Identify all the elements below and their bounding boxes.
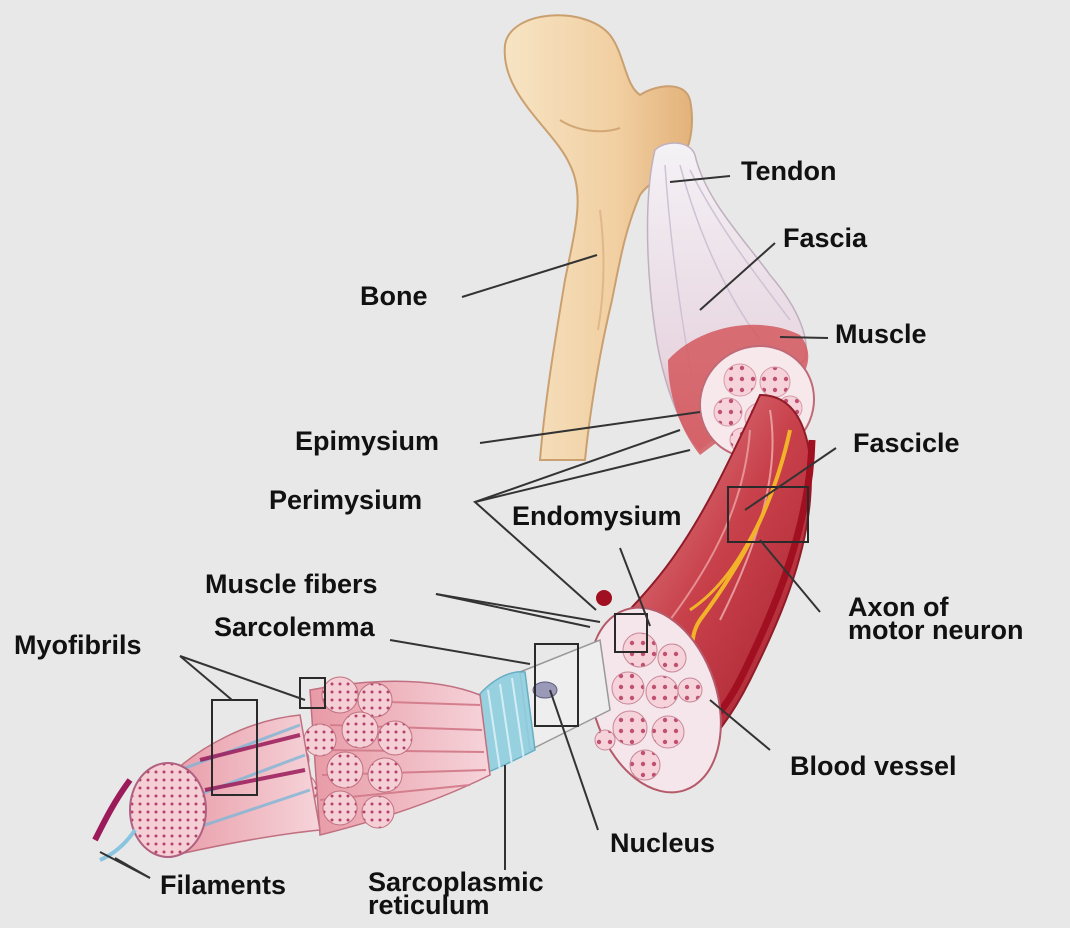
- label-fascicle: Fascicle: [853, 430, 960, 457]
- label-axon-of-motor-neuron: Axon of motor neuron: [848, 596, 1024, 642]
- label-sr-line2: reticulum: [368, 894, 544, 917]
- label-perimysium: Perimysium: [269, 487, 422, 514]
- label-bone: Bone: [360, 283, 428, 310]
- label-filaments: Filaments: [160, 872, 286, 899]
- label-myofibrils: Myofibrils: [14, 632, 142, 659]
- label-epimysium: Epimysium: [295, 428, 439, 455]
- label-tendon: Tendon: [741, 158, 836, 185]
- label-axon-line2: motor neuron: [848, 619, 1024, 642]
- label-muscle: Muscle: [835, 321, 927, 348]
- label-nucleus: Nucleus: [610, 830, 715, 857]
- label-muscle-fibers: Muscle fibers: [205, 571, 378, 598]
- myofibril-shape: [95, 700, 320, 860]
- label-endomysium: Endomysium: [512, 503, 682, 530]
- label-sarcolemma: Sarcolemma: [214, 614, 375, 641]
- label-sarcoplasmic-reticulum: Sarcoplasmic reticulum: [368, 871, 544, 917]
- muscle-fiber-shape: [475, 640, 610, 775]
- label-fascia: Fascia: [783, 225, 867, 252]
- label-blood-vessel: Blood vessel: [790, 753, 957, 780]
